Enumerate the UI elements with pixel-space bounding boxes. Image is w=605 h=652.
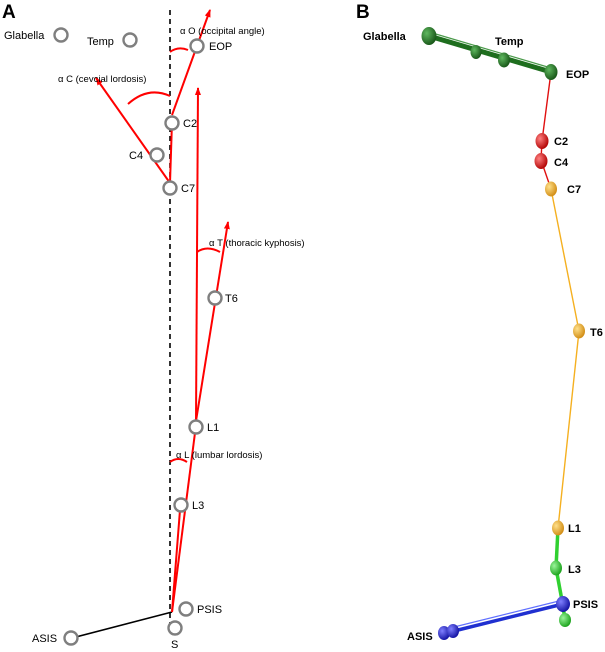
- marker-l1: [188, 419, 204, 435]
- vector-c7-c2: [169, 121, 173, 184]
- label-b-psis: PSIS: [573, 599, 598, 611]
- arc-thoracic: [196, 247, 221, 253]
- sphere-l3: [550, 560, 562, 576]
- head-segment: [428, 31, 552, 75]
- sphere-c2: [535, 133, 549, 149]
- label-c4: C4: [129, 150, 143, 162]
- marker-psis: [178, 601, 194, 617]
- label-psis: PSIS: [197, 604, 222, 616]
- marker-glabella: [53, 27, 69, 43]
- label-b-c4: C4: [554, 157, 569, 169]
- label-lumbar-angle: α L (lumbar lordosis): [176, 450, 262, 461]
- marker-c2: [164, 115, 180, 131]
- label-cervical-angle: α C (cevcial lordosis): [58, 74, 146, 85]
- vector-l1-t6: [195, 221, 230, 422]
- vector-l1-thoracic: [194, 87, 201, 422]
- label-thoracic-angle: α T (thoracic kyphosis): [209, 238, 305, 249]
- label-t6: T6: [225, 293, 238, 305]
- pelvis-segment: [449, 599, 564, 634]
- pelvis-rod: [449, 602, 564, 634]
- arc-cervical: [127, 91, 171, 105]
- sphere-psis-lower: [559, 613, 571, 627]
- arc-lumbar: [169, 458, 188, 463]
- label-occipital-angle: α O (occipital angle): [180, 26, 265, 37]
- cervical-segment: [540, 71, 552, 190]
- label-b-eop: EOP: [566, 69, 589, 81]
- marker-t6: [207, 290, 223, 306]
- label-eop: EOP: [209, 41, 232, 53]
- head-rod: [428, 33, 552, 75]
- label-b-c7: C7: [567, 184, 581, 196]
- head-rod-highlight: [428, 31, 552, 69]
- label-b-c2: C2: [554, 136, 568, 148]
- panel-a-letter: A: [2, 2, 16, 23]
- label-b-l1: L1: [568, 523, 581, 535]
- sphere-c7: [545, 181, 557, 197]
- vector-s-l3: [171, 509, 181, 613]
- sphere-temp-2: [498, 52, 510, 68]
- vector-s-l1: [171, 424, 199, 613]
- label-b-t6: T6: [590, 327, 603, 339]
- label-b-asis: ASIS: [407, 631, 433, 643]
- sphere-psis: [556, 596, 570, 612]
- marker-asis: [63, 630, 79, 646]
- sphere-c4: [534, 153, 548, 169]
- label-temp: Temp: [87, 36, 114, 48]
- label-b-glabella: Glabella: [363, 31, 407, 43]
- marker-temp: [122, 32, 138, 48]
- sphere-asis: [438, 626, 450, 640]
- label-b-l3: L3: [568, 564, 581, 576]
- marker-c7: [162, 180, 178, 196]
- sphere-t6: [573, 323, 585, 339]
- pelvis-rod-highlight: [449, 599, 564, 629]
- sphere-glabella: [421, 27, 437, 45]
- thoracic-segment: [550, 188, 580, 529]
- label-asis: ASIS: [32, 633, 57, 645]
- vector-group: [95, 9, 230, 613]
- label-l1: L1: [207, 422, 219, 434]
- marker-eop: [189, 38, 205, 54]
- sphere-l1: [552, 520, 564, 536]
- sphere-eop: [544, 64, 558, 80]
- label-glabella: Glabella: [4, 30, 45, 42]
- vector-c2-eop: [171, 9, 211, 116]
- label-l3: L3: [192, 500, 204, 512]
- pelvis-line: [71, 611, 173, 639]
- label-c2: C2: [183, 118, 197, 130]
- marker-c4: [149, 147, 165, 163]
- sphere-temp: [470, 45, 482, 59]
- marker-l3: [173, 497, 189, 513]
- label-b-temp: Temp: [495, 36, 524, 48]
- vector-c7-cervical: [95, 77, 171, 184]
- label-c7: C7: [181, 183, 195, 195]
- panel-a: A: [2, 2, 305, 651]
- panel-b: B Glabella Temp: [356, 2, 603, 643]
- panel-b-letter: B: [356, 2, 370, 23]
- sphere-asis-2: [447, 624, 459, 638]
- marker-s: [167, 620, 183, 636]
- label-s: S: [171, 639, 178, 651]
- arc-occipital: [169, 47, 189, 53]
